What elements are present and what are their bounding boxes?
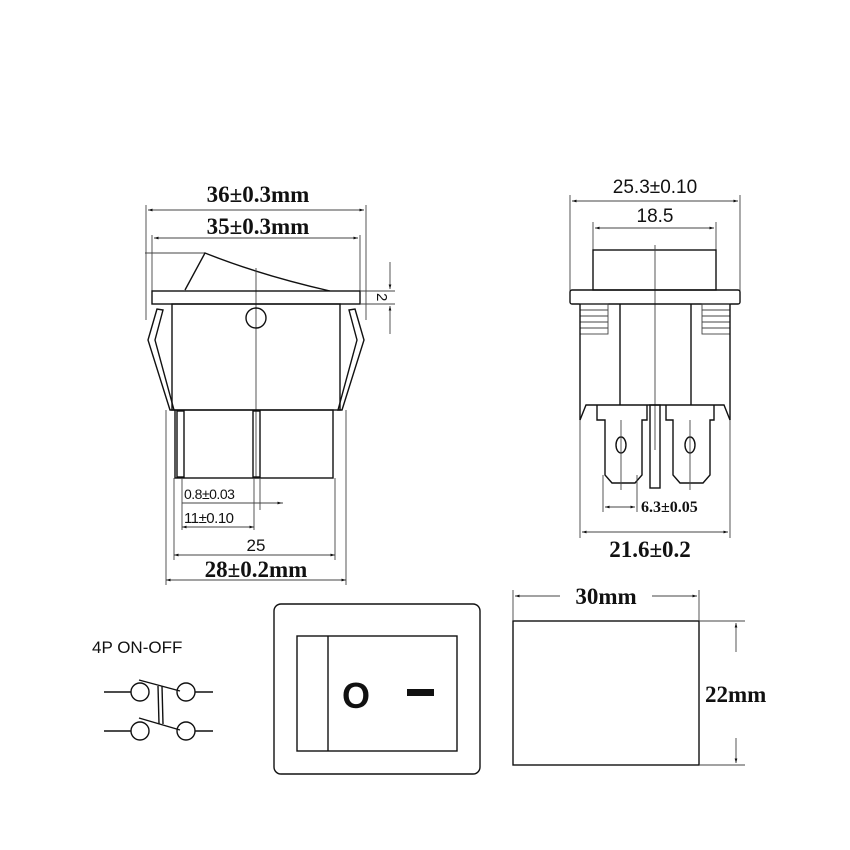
- off-symbol: O: [342, 675, 370, 716]
- dim-flange-width: 25.3±0.10: [613, 177, 697, 198]
- dim-terminal-thickness: 0.8±0.03: [184, 486, 235, 502]
- cutout-width: 30mm: [575, 584, 636, 609]
- dim-terminal-spacing: 11±0.10: [184, 510, 234, 527]
- dim-outer-width: 36±0.3mm: [207, 182, 310, 207]
- front-view: [145, 205, 395, 585]
- schematic-label: 4P ON-OFF: [92, 638, 182, 657]
- dim-inner-width: 35±0.3mm: [207, 214, 310, 239]
- top-view: [273, 603, 481, 775]
- cutout-height: 22mm: [705, 682, 766, 707]
- dim-terminal-width: 6.3±0.05: [641, 499, 698, 516]
- dim-body-depth: 21.6±0.2: [609, 537, 691, 562]
- side-view: [569, 195, 741, 538]
- on-symbol: [407, 689, 434, 696]
- schematic-symbol: [104, 679, 213, 741]
- dim-rocker-width: 18.5: [637, 206, 674, 227]
- dim-body-width: 25: [247, 536, 266, 555]
- dim-overall-width: 28±0.2mm: [205, 557, 308, 582]
- panel-cutout: [512, 590, 745, 766]
- dim-flange-height: 2: [373, 293, 390, 301]
